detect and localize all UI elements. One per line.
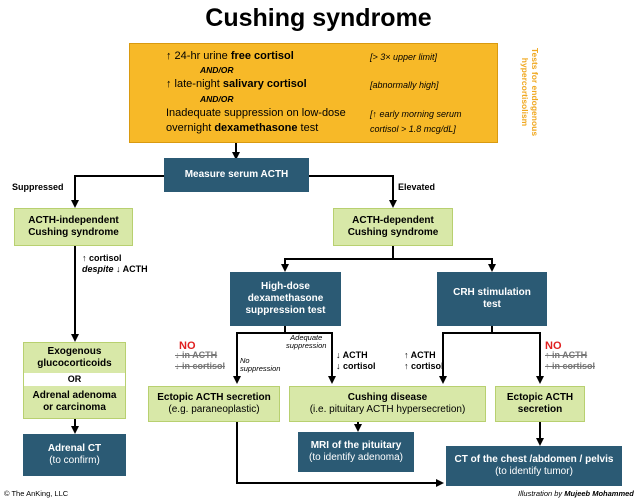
arrow-crh-to-ectopic [492, 332, 544, 384]
arrow-ectopic-left-to-ct [236, 422, 444, 487]
no-suppression-label: No suppression [240, 356, 281, 373]
test-dexamethasone-line2: overnight dexamethasone test [166, 122, 319, 134]
page-title: Cushing syndrome [205, 4, 432, 32]
no-left-label: NO [179, 340, 196, 352]
test-salivary-cortisol: ↑ late-night salivary cortisol [166, 78, 307, 90]
ectopic-acth-left-box: Ectopic ACTH secretion (e.g. paraneoplas… [148, 386, 280, 422]
footer-copyright: © The AnKing, LLC [4, 489, 69, 498]
crh-stimulation-box: CRH stimulation test [437, 272, 547, 326]
exogenous-text: Exogenous glucocorticoids [37, 346, 112, 369]
adequate-suppression-label: Adequate suppression [286, 333, 327, 350]
ectopic-acth-right-box: Ectopic ACTH secretion [495, 386, 585, 422]
test-dexamethasone-note1: [↑ early morning serum [370, 109, 462, 119]
measure-acth-box: Measure serum ACTH [164, 158, 309, 192]
ct-chest-box: CT of the chest /abdomen / pelvis (to id… [446, 446, 622, 486]
arrow-crh-to-cushing [439, 326, 493, 384]
highdose-result-labels: ↓ ACTH ↓ cortisol [336, 350, 376, 371]
cushing-disease-box: Cushing disease (i.e. pituitary ACTH hyp… [289, 386, 486, 422]
mri-pituitary-box: MRI of the pituitary (to identify adenom… [298, 432, 414, 472]
arrow-measure-to-independent [71, 175, 164, 208]
no-right-label: NO [545, 340, 562, 352]
test-urine-note: [> 3× upper limit] [370, 52, 438, 62]
arrow-highdose-to-ectopic [233, 326, 286, 384]
cortisol-despite-note: ↑ cortisol despite ↓ ACTH [82, 253, 148, 274]
no-right-changes: ↑ in ACTH ↑ in cortisol [545, 350, 596, 371]
adrenal-ct-box: Adrenal CT (to confirm) [23, 434, 126, 476]
arrow-highdose-to-cushing [285, 332, 336, 384]
footer-illustrator: Illustration by Mujeeb Mohammed [518, 489, 634, 498]
suppressed-label: Suppressed [12, 182, 64, 192]
crh-result-labels: ↑ ACTH ↑ cortisol [404, 350, 444, 371]
no-left-changes: ↓ in ACTH ↓ in cortisol [175, 350, 226, 371]
acth-dependent-box: ACTH-dependent Cushing syndrome [333, 208, 453, 246]
test-salivary-note: [abnormally high] [370, 80, 439, 90]
arrow-dependent-to-crh [393, 258, 496, 272]
tests-side-label: Tests for endogenous hypercortisolism [520, 47, 540, 137]
test-dexamethasone-line1: Inadequate suppression on low-dose [166, 107, 346, 119]
andor-1: AND/OR [200, 65, 234, 75]
arrow-dependent-to-highdose [281, 246, 394, 272]
test-urine-cortisol: ↑ 24-hr urine free cortisol [166, 50, 294, 62]
arrow-measure-to-dependent [309, 175, 397, 208]
adrenal-text: Adrenal adenoma or carcinoma [32, 390, 117, 413]
high-dose-dexamethasone-box: High-dose dexamethasone suppression test [230, 272, 341, 326]
elevated-label: Elevated [398, 182, 436, 192]
acth-independent-box: ACTH-independent Cushing syndrome [14, 208, 133, 246]
exogenous-adrenal-box: Exogenous glucocorticoids OR Adrenal ade… [23, 342, 126, 419]
andor-2: AND/OR [200, 94, 234, 104]
tests-box: ↑ 24-hr urine free cortisol [> 3× upper … [129, 43, 498, 143]
test-dexamethasone-note2: cortisol > 1.8 mcg/dL] [370, 124, 456, 134]
or-divider: OR [24, 373, 125, 386]
